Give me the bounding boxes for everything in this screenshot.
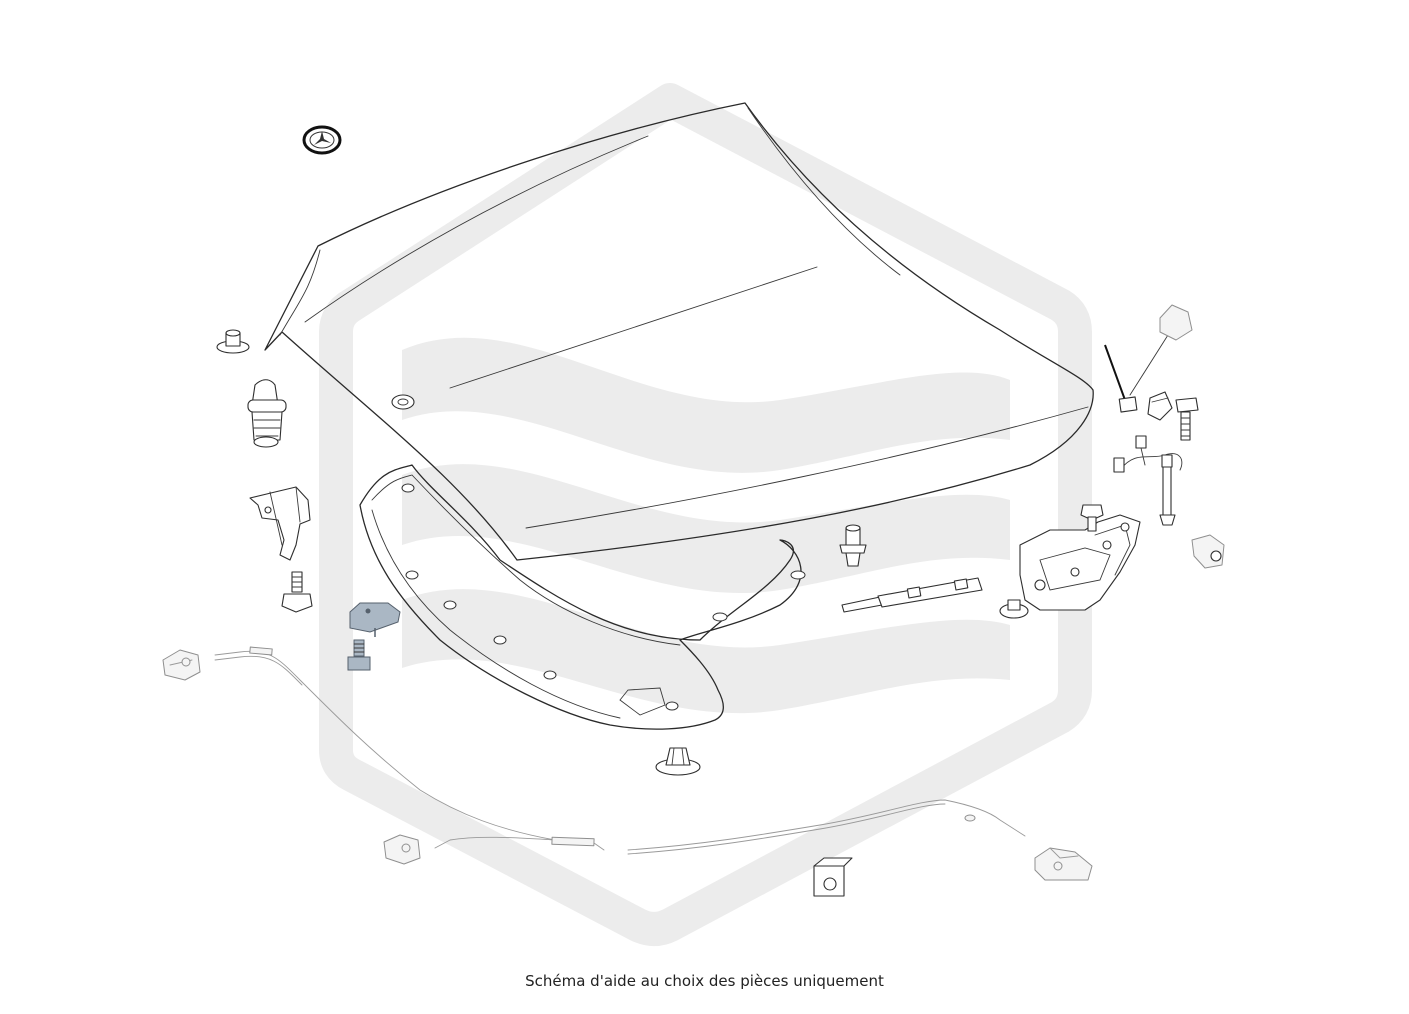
bump-stop-right[interactable] (999, 599, 1029, 619)
gas-strut-ball-stud-right[interactable] (839, 524, 867, 567)
emblem[interactable] (302, 125, 342, 155)
bump-stop[interactable] (216, 329, 250, 354)
push-clip[interactable] (655, 747, 701, 776)
diagram-caption: Schéma d'aide au choix des pièces unique… (525, 972, 884, 990)
release-handle-middle[interactable] (383, 834, 421, 865)
hood-lock-latch[interactable] (1034, 847, 1093, 881)
locking-pin[interactable] (1159, 454, 1176, 526)
bolt-left[interactable] (281, 571, 313, 613)
gas-strut[interactable] (841, 577, 983, 613)
marker-line (1104, 334, 1169, 401)
clip-right[interactable] (1191, 534, 1225, 569)
release-handle-left[interactable] (162, 649, 201, 681)
sensor-cap[interactable] (1159, 304, 1193, 341)
hinge-bolt[interactable] (1080, 504, 1104, 532)
release-cable-middle[interactable] (434, 836, 605, 851)
gas-strut-ball-stud-left[interactable] (247, 379, 287, 448)
label-tag[interactable] (1118, 396, 1138, 413)
release-cable-upper[interactable] (214, 646, 556, 841)
hood-panel[interactable] (264, 102, 1094, 561)
long-bolt[interactable] (1175, 397, 1199, 441)
wiring-harness[interactable] (1113, 435, 1183, 473)
hood-switch[interactable] (1147, 391, 1173, 421)
hinge-plate-highlighted[interactable] (349, 602, 401, 637)
hood-seal-strip[interactable] (359, 464, 806, 730)
release-cable-lower[interactable] (627, 799, 1026, 855)
screw-highlighted[interactable] (347, 639, 371, 671)
watermark-logo (319, 83, 1092, 946)
hood-catch-bracket[interactable] (249, 486, 311, 561)
hood-hinge[interactable] (1019, 514, 1141, 611)
cable-grommet[interactable] (813, 857, 853, 897)
